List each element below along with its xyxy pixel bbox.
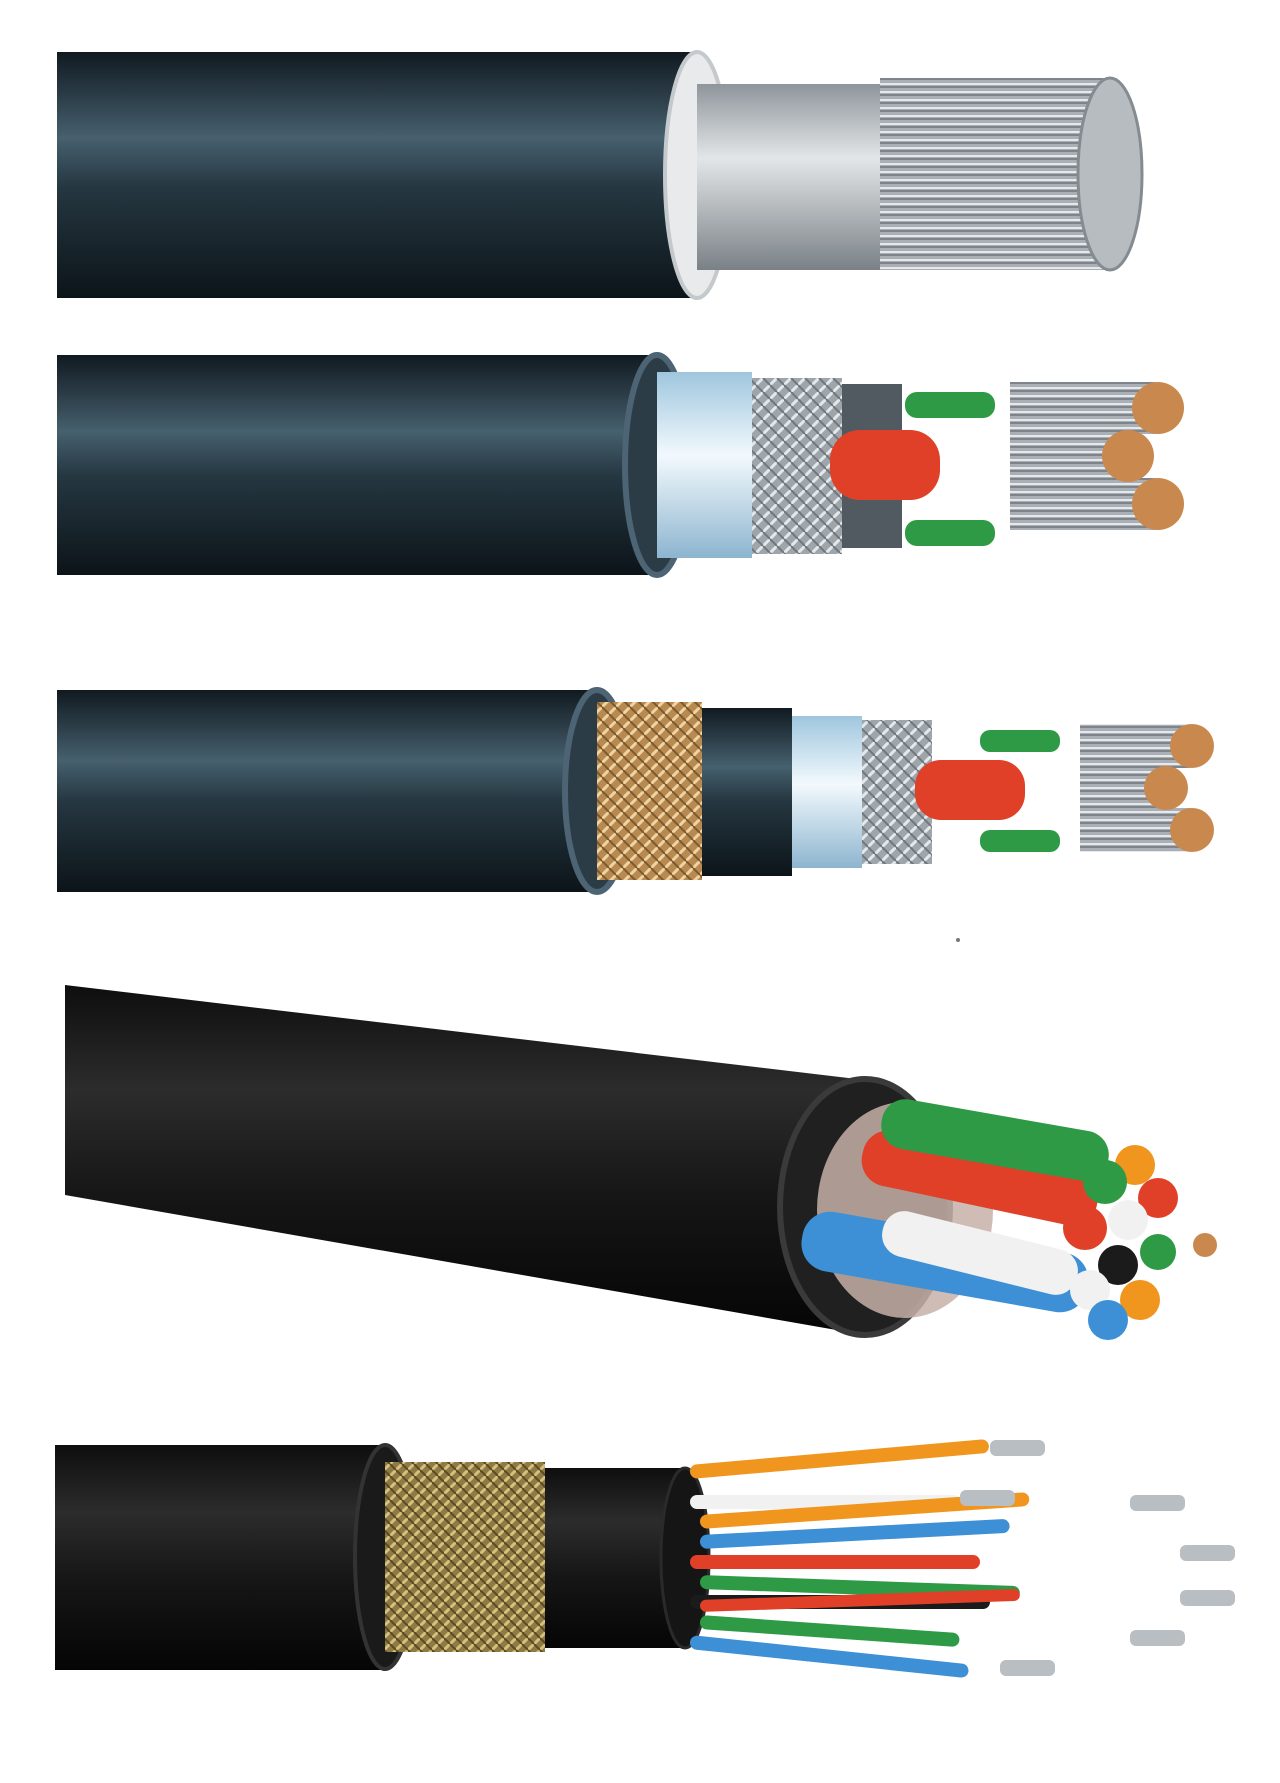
- single-core-cable: [57, 50, 1144, 300]
- white-core: [882, 1211, 1078, 1295]
- wire-red-1: [690, 1555, 980, 1569]
- foil-shield: [657, 372, 752, 558]
- copper-end-2: [1102, 430, 1154, 482]
- insulation-strands: [697, 84, 907, 270]
- braided-multicore-cable: [55, 1439, 1235, 1678]
- green-core: [881, 1099, 1109, 1181]
- wire-blue-1: [699, 1519, 1010, 1549]
- wire-red-2: [699, 1589, 1020, 1612]
- brass-braid: [385, 1462, 545, 1652]
- speck: [956, 938, 960, 942]
- green-core-bottom: [905, 520, 995, 546]
- wire-tip: [1130, 1495, 1185, 1511]
- cable-jacket: [57, 52, 697, 298]
- green-core-end-2: [1140, 1234, 1176, 1270]
- cable-jacket: [65, 985, 865, 1335]
- signal-wires: [689, 1439, 1030, 1678]
- conductor-strands-1: [1010, 382, 1155, 434]
- green-core-bottom: [980, 830, 1060, 852]
- conductor-strands: [880, 78, 1110, 270]
- green-core-top: [980, 730, 1060, 752]
- orange-core-end-2: [1120, 1280, 1160, 1320]
- wire-tip: [960, 1490, 1015, 1506]
- wire-tips: [960, 1440, 1235, 1676]
- red-core: [861, 1130, 1099, 1226]
- red-core-end: [1138, 1178, 1178, 1218]
- cable-jacket: [57, 355, 657, 575]
- cable-jacket: [55, 1445, 385, 1670]
- copper-braid-armour: [597, 702, 702, 880]
- wire-blue-2: [689, 1635, 969, 1678]
- foil-shield: [792, 716, 862, 868]
- wire-tip: [1180, 1590, 1235, 1606]
- white-core-end-2: [1070, 1270, 1110, 1310]
- wire-tip: [1130, 1630, 1185, 1646]
- green-core-end: [1083, 1160, 1127, 1204]
- copper-end-1: [1170, 724, 1214, 768]
- shielded-multicore-cable: [57, 352, 1184, 578]
- wire-tip: [1000, 1660, 1055, 1676]
- red-core: [830, 430, 940, 500]
- wire-green-2: [699, 1615, 960, 1647]
- green-core-top: [905, 392, 995, 418]
- wire-tip: [1180, 1545, 1235, 1561]
- armoured-multicore-cable: [57, 687, 1214, 895]
- black-core-end: [1098, 1245, 1138, 1285]
- wire-orange-1: [689, 1439, 989, 1479]
- cable-jacket: [57, 690, 597, 892]
- copper-end-3: [1170, 808, 1214, 852]
- copper-end-2: [1144, 766, 1188, 810]
- inner-jacket: [702, 708, 792, 876]
- multi-pair-control-cable: [65, 985, 1217, 1340]
- white-core-end: [1108, 1200, 1148, 1240]
- copper-end-3: [1132, 478, 1184, 530]
- red-core-end-2: [1063, 1206, 1107, 1250]
- blue-core-end: [1088, 1300, 1128, 1340]
- red-core: [915, 760, 1025, 820]
- copper-end-1: [1132, 382, 1184, 434]
- copper-tip: [1193, 1233, 1217, 1257]
- braid-shield: [752, 378, 842, 554]
- conductor-strands-3: [1010, 478, 1155, 530]
- wire-tip: [990, 1440, 1045, 1456]
- conductor-end: [1076, 76, 1144, 272]
- wire-orange-2: [699, 1492, 1030, 1529]
